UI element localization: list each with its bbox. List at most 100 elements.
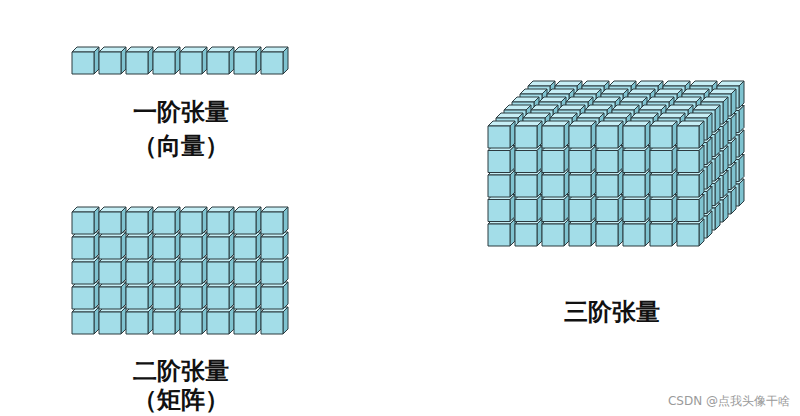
cube-side (229, 257, 234, 284)
cube-front (207, 237, 229, 259)
cube-side (591, 146, 596, 173)
cube-front (207, 212, 229, 234)
cube-side (202, 307, 207, 334)
cube-side (699, 146, 704, 173)
cube-side (591, 170, 596, 197)
cube-side (672, 195, 677, 222)
cube-side (731, 138, 736, 165)
cube-front (261, 237, 283, 259)
cube-side (256, 232, 261, 259)
cube-front (126, 237, 148, 259)
cube-front (126, 287, 148, 309)
cube-front (207, 262, 229, 284)
cube-front (180, 52, 202, 74)
cube-side (537, 195, 542, 222)
cube-side (121, 307, 126, 334)
cube-side (202, 207, 207, 234)
cube-front (207, 312, 229, 334)
cube-side (537, 219, 542, 246)
cube-front (99, 262, 121, 284)
cube-front (488, 200, 510, 222)
cube-front (261, 212, 283, 234)
cube-side (229, 47, 234, 74)
cube-front (99, 212, 121, 234)
cube-front (542, 200, 564, 222)
cube-front (99, 52, 121, 74)
cube-front (488, 126, 510, 148)
cube-front (99, 312, 121, 334)
cube-side (121, 282, 126, 309)
cube-side (283, 47, 288, 74)
cube-front (72, 237, 94, 259)
cube-side (723, 171, 728, 198)
cube-side (229, 307, 234, 334)
cube-front (153, 262, 175, 284)
cube-front (515, 200, 537, 222)
tensor-label: 二阶张量 (133, 357, 229, 386)
cube-side (707, 211, 712, 238)
cube-front (180, 287, 202, 309)
cube-side (645, 195, 650, 222)
cube-side (148, 282, 153, 309)
cube-side (739, 130, 744, 157)
cube-front (623, 224, 645, 246)
cube-front (677, 151, 699, 173)
cube-front (153, 287, 175, 309)
cube-side (256, 257, 261, 284)
cube-side (731, 187, 736, 214)
cube-front (488, 151, 510, 173)
cube-side (510, 170, 515, 197)
cube-front (650, 175, 672, 197)
cube-side (715, 179, 720, 206)
cube-front (180, 262, 202, 284)
cube-side (283, 232, 288, 259)
cube-side (672, 121, 677, 148)
cube-side (202, 257, 207, 284)
cube-side (510, 195, 515, 222)
cube-front (153, 312, 175, 334)
cube-front (488, 224, 510, 246)
tensor-sublabel: （向量） (133, 132, 229, 161)
cube-front (72, 212, 94, 234)
cube-side (618, 146, 623, 173)
cube-front (126, 212, 148, 234)
cube-front (542, 175, 564, 197)
cube-front (542, 151, 564, 173)
cube-front (234, 212, 256, 234)
cube-side (121, 207, 126, 234)
cube-front (99, 237, 121, 259)
cube-front (596, 224, 618, 246)
cube-front (596, 126, 618, 148)
cube-side (739, 179, 744, 206)
cube-front (677, 175, 699, 197)
cube-front (650, 126, 672, 148)
cube-front (515, 224, 537, 246)
cube-side (645, 121, 650, 148)
cube-side (229, 207, 234, 234)
cube-side (618, 170, 623, 197)
cube-side (723, 122, 728, 149)
cube-side (564, 195, 569, 222)
cube-side (739, 81, 744, 108)
cube-side (175, 207, 180, 234)
cube-side (707, 113, 712, 140)
cube-front (596, 151, 618, 173)
cube-front (99, 287, 121, 309)
cube-front (126, 262, 148, 284)
cube-side (731, 163, 736, 190)
cube-side (256, 207, 261, 234)
cube-front (261, 287, 283, 309)
cube-front (72, 312, 94, 334)
cube-side (715, 130, 720, 157)
cube-front (650, 151, 672, 173)
cube-side (175, 232, 180, 259)
cube-side (537, 170, 542, 197)
cube-side (731, 89, 736, 116)
cube-side (739, 155, 744, 182)
cube-side (537, 146, 542, 173)
cube-front (542, 126, 564, 148)
cube-side (591, 195, 596, 222)
cube-side (121, 232, 126, 259)
cube-side (148, 307, 153, 334)
